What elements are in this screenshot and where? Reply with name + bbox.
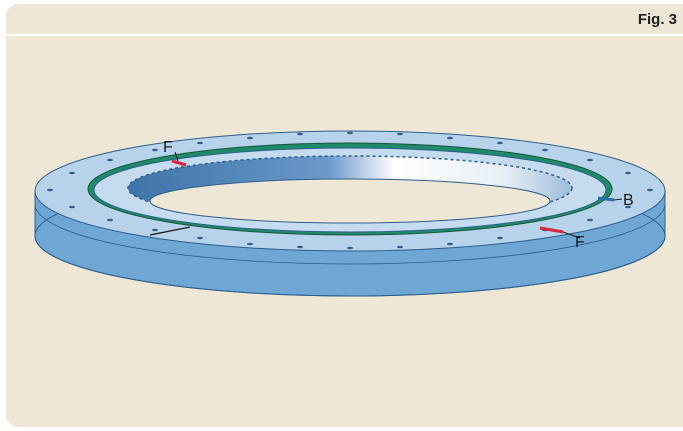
callout-b-right: B (623, 192, 634, 209)
outer-bolt-holes (47, 131, 653, 250)
callout-f-bottom: F (575, 234, 585, 251)
callout-f-top: F (163, 139, 173, 156)
figure-label: Fig. 3 (637, 11, 677, 28)
header-divider (6, 34, 683, 36)
marker-bottom (539, 226, 564, 234)
gear-bore (149, 178, 551, 224)
marker-top (171, 159, 187, 167)
marker-right-blue (597, 196, 615, 202)
